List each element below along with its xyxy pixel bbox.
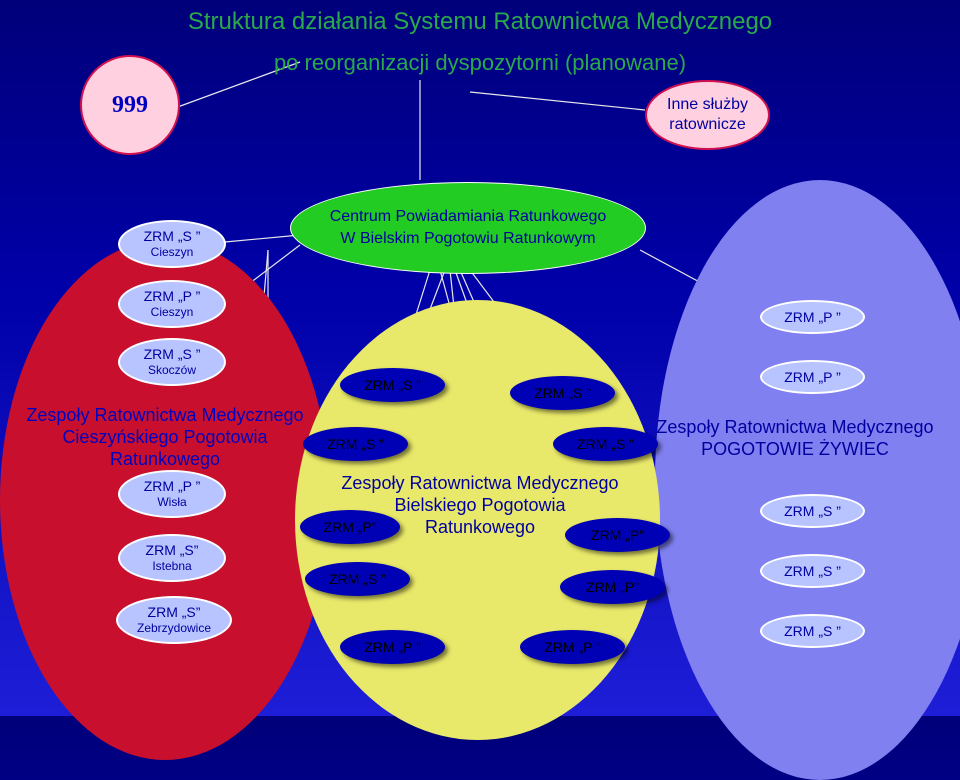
other-services-oval: Inne służby ratownicze: [645, 80, 770, 150]
unit-skoczow-s: ZRM „S ”Skoczów: [118, 338, 226, 386]
cieszyn-group-label: Zespoły Ratownictwa Medycznego Cieszyńsk…: [26, 405, 304, 469]
unit-bielsko-p-2: ZRM „P”: [565, 518, 670, 552]
page-title: Struktura działania Systemu Ratownictwa …: [187, 8, 773, 35]
unit-cieszyn-p: ZRM „P ”Cieszyn: [118, 280, 226, 328]
unit-wisla-p: ZRM „P ”Wisła: [118, 470, 226, 518]
dispatch-center-line2: W Bielskim Pogotowiu Ratunkowym: [340, 230, 596, 247]
unit-bielsko-p-3: ZRM „P”: [560, 570, 665, 604]
unit-bielsko-s-1: ZRM „S ”: [340, 368, 445, 402]
unit-zywiec-p-2: ZRM „P ”: [760, 360, 865, 394]
emergency-number-circle: 999: [80, 55, 180, 155]
unit-zywiec-s-1: ZRM „S ”: [760, 494, 865, 528]
unit-zywiec-s-3: ZRM „S ”: [760, 614, 865, 648]
unit-bielsko-s-2: ZRM „S ”: [510, 376, 615, 410]
dispatch-center-line1: Centrum Powiadamiania Ratunkowego: [329, 208, 607, 225]
unit-bielsko-p-5: ZRM „P ”: [520, 630, 625, 664]
zywiec-group-label: Zespoły Ratownictwa Medycznego POGOTOWIE…: [656, 417, 934, 459]
bielsko-group-label: Zespoły Ratownictwa Medycznego Bielskieg…: [341, 473, 619, 537]
unit-bielsko-s-3: ZRM „S ”: [303, 427, 408, 461]
emergency-number: 999: [112, 91, 148, 118]
unit-zywiec-s-2: ZRM „S ”: [760, 554, 865, 588]
other-services-line1: Inne służby: [667, 96, 748, 113]
dispatch-center: Centrum Powiadamiania Ratunkowego W Biel…: [290, 182, 646, 274]
unit-zywiec-p-1: ZRM „P ”: [760, 300, 865, 334]
unit-bielsko-s-5: ZRM „S ”: [305, 562, 410, 596]
other-services-line2: ratownicze: [669, 116, 746, 133]
page-subtitle: po reorganizacji dyspozytorni (planowane…: [273, 50, 687, 75]
unit-bielsko-p-4: ZRM „P ”: [340, 630, 445, 664]
unit-cieszyn-s: ZRM „S ”Cieszyn: [118, 220, 226, 268]
unit-zebrzydowice-s: ZRM „S”Zebrzydowice: [116, 596, 232, 644]
unit-istebna-s: ZRM „S”Istebna: [118, 534, 226, 582]
zywiec-region: [655, 180, 960, 780]
unit-bielsko-s-4: ZRM „S ”: [553, 427, 658, 461]
unit-bielsko-p-1: ZRM „P”: [300, 510, 400, 544]
